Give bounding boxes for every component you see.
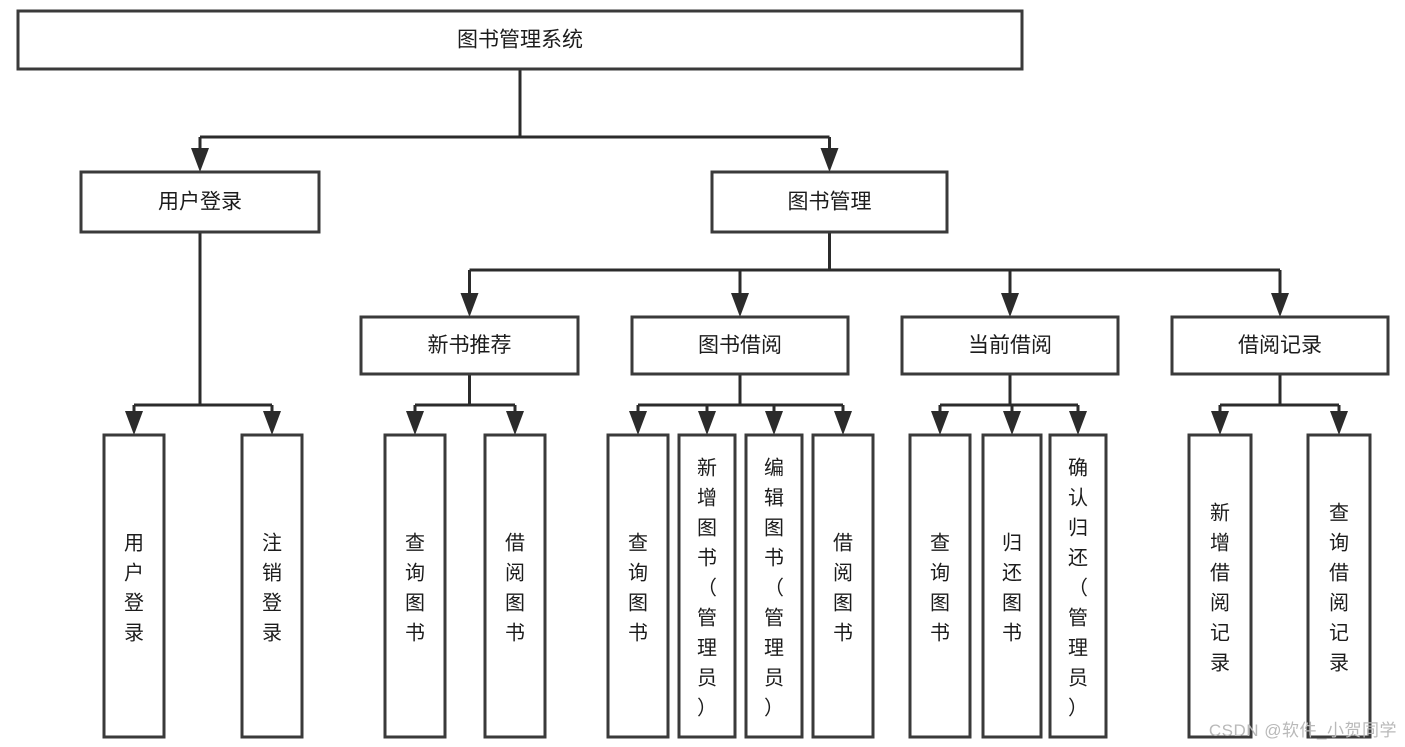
- arrow-head-icon: [629, 411, 647, 435]
- arrow-head-icon: [698, 411, 716, 435]
- arrow-head-icon: [506, 411, 524, 435]
- leaf-box[interactable]: [606, 433, 670, 739]
- arrow-head-icon: [1001, 293, 1019, 317]
- level3-box[interactable]: [630, 315, 850, 376]
- leaf-label: 查询图书: [405, 531, 425, 644]
- leaf-label: 新增图书（管理员）: [697, 456, 717, 719]
- leaf-box[interactable]: [1187, 433, 1253, 739]
- level3-box[interactable]: [359, 315, 580, 376]
- leaf-label: 编辑图书（管理员）: [764, 456, 784, 719]
- level3-label: 新书推荐: [428, 334, 512, 357]
- arrow-head-icon: [931, 411, 949, 435]
- leaf-box[interactable]: [102, 433, 166, 739]
- leaf-box[interactable]: [981, 433, 1043, 739]
- leaf-box[interactable]: [677, 433, 737, 739]
- leaf-box[interactable]: [383, 433, 447, 739]
- leaf-box[interactable]: [908, 433, 972, 739]
- arrow-head-icon: [1211, 411, 1229, 435]
- leaf-node[interactable]: 编辑图书（管理员）: [744, 433, 804, 739]
- root-label: 图书管理系统: [457, 29, 583, 52]
- leaf-node[interactable]: 借阅图书: [483, 433, 547, 739]
- arrow-head-icon: [820, 148, 839, 172]
- leaf-label: 查询图书: [930, 531, 950, 644]
- level3-box[interactable]: [1170, 315, 1390, 376]
- level3-node[interactable]: 借阅记录: [1170, 315, 1390, 376]
- arrow-head-icon: [460, 293, 479, 317]
- arrow-head-icon: [125, 411, 143, 435]
- arrow-head-icon: [406, 411, 424, 435]
- level2-label: 用户登录: [158, 191, 242, 214]
- leaf-node[interactable]: 归还图书: [981, 433, 1043, 739]
- leaf-box[interactable]: [1306, 433, 1372, 739]
- leaf-node[interactable]: 用户登录: [102, 433, 166, 739]
- leaf-label: 查询借阅记录: [1329, 501, 1349, 674]
- root-box[interactable]: [16, 9, 1024, 71]
- leaf-node[interactable]: 确认归还（管理员）: [1048, 433, 1108, 739]
- leaf-box[interactable]: [483, 433, 547, 739]
- arrow-head-icon: [1330, 411, 1348, 435]
- leaf-node[interactable]: 新增图书（管理员）: [677, 433, 737, 739]
- leaf-node[interactable]: 查询借阅记录: [1306, 433, 1372, 739]
- connector-layer: [125, 69, 1348, 435]
- leaf-node[interactable]: 新增借阅记录: [1187, 433, 1253, 739]
- level3-node[interactable]: 新书推荐: [359, 315, 580, 376]
- root-node[interactable]: 图书管理系统: [16, 9, 1024, 71]
- leaf-label: 借阅图书: [833, 531, 853, 644]
- leaf-label: 新增借阅记录: [1210, 501, 1230, 674]
- arrow-head-icon: [1069, 411, 1087, 435]
- leaf-label: 查询图书: [628, 531, 648, 644]
- level3-node[interactable]: 当前借阅: [900, 315, 1120, 376]
- leaf-box[interactable]: [811, 433, 875, 739]
- arrow-head-icon: [191, 148, 209, 172]
- level3-label: 借阅记录: [1238, 334, 1322, 357]
- arrow-head-icon: [834, 411, 852, 435]
- leaf-box[interactable]: [744, 433, 804, 739]
- leaf-node[interactable]: 注销登录: [240, 433, 304, 739]
- level2-node[interactable]: 图书管理: [710, 170, 949, 234]
- leaf-label: 注销登录: [262, 531, 282, 644]
- leaf-node[interactable]: 查询图书: [908, 433, 972, 739]
- arrow-head-icon: [731, 293, 749, 317]
- leaf-box[interactable]: [1048, 433, 1108, 739]
- level2-box[interactable]: [79, 170, 321, 234]
- level3-node[interactable]: 图书借阅: [630, 315, 850, 376]
- arrow-head-icon: [1003, 411, 1021, 435]
- level2-box[interactable]: [710, 170, 949, 234]
- leaf-node[interactable]: 查询图书: [606, 433, 670, 739]
- arrow-head-icon: [1271, 293, 1289, 317]
- level3-label: 图书借阅: [698, 334, 782, 357]
- level2-node[interactable]: 用户登录: [79, 170, 321, 234]
- arrow-head-icon: [263, 411, 281, 435]
- leaf-node[interactable]: 借阅图书: [811, 433, 875, 739]
- arrow-head-icon: [765, 411, 783, 435]
- leaf-box[interactable]: [240, 433, 304, 739]
- node-layer: 图书管理系统用户登录图书管理新书推荐图书借阅当前借阅借阅记录用户登录注销登录查询…: [16, 9, 1390, 739]
- leaf-label: 借阅图书: [505, 531, 525, 644]
- level2-label: 图书管理: [788, 191, 872, 214]
- level3-box[interactable]: [900, 315, 1120, 376]
- leaf-label: 确认归还（管理员）: [1068, 456, 1088, 719]
- leaf-label: 归还图书: [1002, 531, 1022, 644]
- leaf-label: 用户登录: [124, 532, 144, 644]
- leaf-node[interactable]: 查询图书: [383, 433, 447, 739]
- level3-label: 当前借阅: [968, 334, 1052, 357]
